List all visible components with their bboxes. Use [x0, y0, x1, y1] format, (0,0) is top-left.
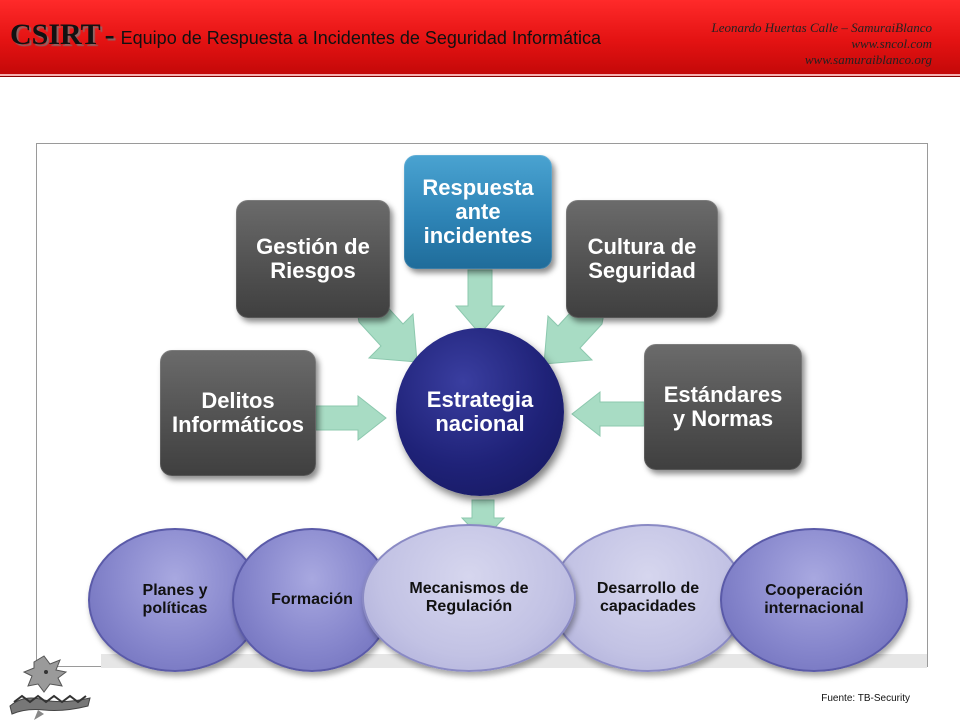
- arrow-estandares-to-center: [571, 390, 645, 438]
- ellipse-mecanismos-de-regulacion: Mecanismos de Regulación: [362, 524, 576, 672]
- header-subtitle: Equipo de Respuesta a Incidentes de Segu…: [120, 28, 601, 48]
- credit-link-sncol[interactable]: www.sncol.com: [851, 36, 932, 51]
- source-caption: Fuente: TB-Security: [821, 693, 910, 704]
- ellipse-mecanismos-label: Mecanismos de Regulación: [409, 580, 529, 615]
- circle-estrategia-nacional: Estrategia nacional: [396, 328, 564, 496]
- box-estandares-label: Estándares y Normas: [663, 382, 783, 431]
- ellipse-formacion-label: Formación: [271, 591, 353, 608]
- ellipse-cooperacion-label: Cooperación internacional: [764, 582, 864, 617]
- box-cultura-label: Cultura de Seguridad: [587, 234, 697, 283]
- ellipse-cooperacion-internacional: Cooperación internacional: [720, 528, 908, 672]
- ellipse-formacion: Formación: [232, 528, 392, 672]
- ellipse-desarrollo-label: Desarrollo de capacidades: [596, 580, 700, 615]
- box-respuesta-label: Respuesta ante incidentes: [422, 175, 534, 248]
- center-label: Estrategia nacional: [426, 387, 534, 436]
- header-credit: Leonardo Huertas Calle – SamuraiBlanco w…: [711, 20, 932, 68]
- box-estandares-y-normas: Estándares y Normas: [644, 344, 802, 470]
- dragon-logo-icon: [4, 654, 100, 720]
- arrow-delitos-to-center: [315, 394, 387, 442]
- box-cultura-de-seguridad: Cultura de Seguridad: [566, 200, 718, 318]
- header-bar: CSIRT-Equipo de Respuesta a Incidentes d…: [0, 0, 960, 77]
- header-title: CSIRT-Equipo de Respuesta a Incidentes d…: [10, 18, 601, 52]
- box-respuesta-ante-incidentes: Respuesta ante incidentes: [404, 155, 552, 269]
- credit-link-samuraiblanco[interactable]: www.samuraiblanco.org: [804, 52, 932, 67]
- box-delitos-informaticos: Delitos Informáticos: [160, 350, 316, 476]
- box-delitos-label: Delitos Informáticos: [171, 388, 305, 437]
- ellipse-planes-label: Planes y políticas: [142, 582, 208, 617]
- arrow-respuesta-to-center: [454, 269, 506, 335]
- credit-author: Leonardo Huertas Calle – SamuraiBlanco: [711, 20, 932, 35]
- header-title-csirt: CSIRT: [10, 18, 101, 51]
- ellipse-desarrollo-de-capacidades: Desarrollo de capacidades: [550, 524, 746, 672]
- header-title-dash: -: [104, 18, 115, 51]
- box-gestion-de-riesgos: Gestión de Riesgos: [236, 200, 390, 318]
- box-gestion-label: Gestión de Riesgos: [256, 234, 370, 283]
